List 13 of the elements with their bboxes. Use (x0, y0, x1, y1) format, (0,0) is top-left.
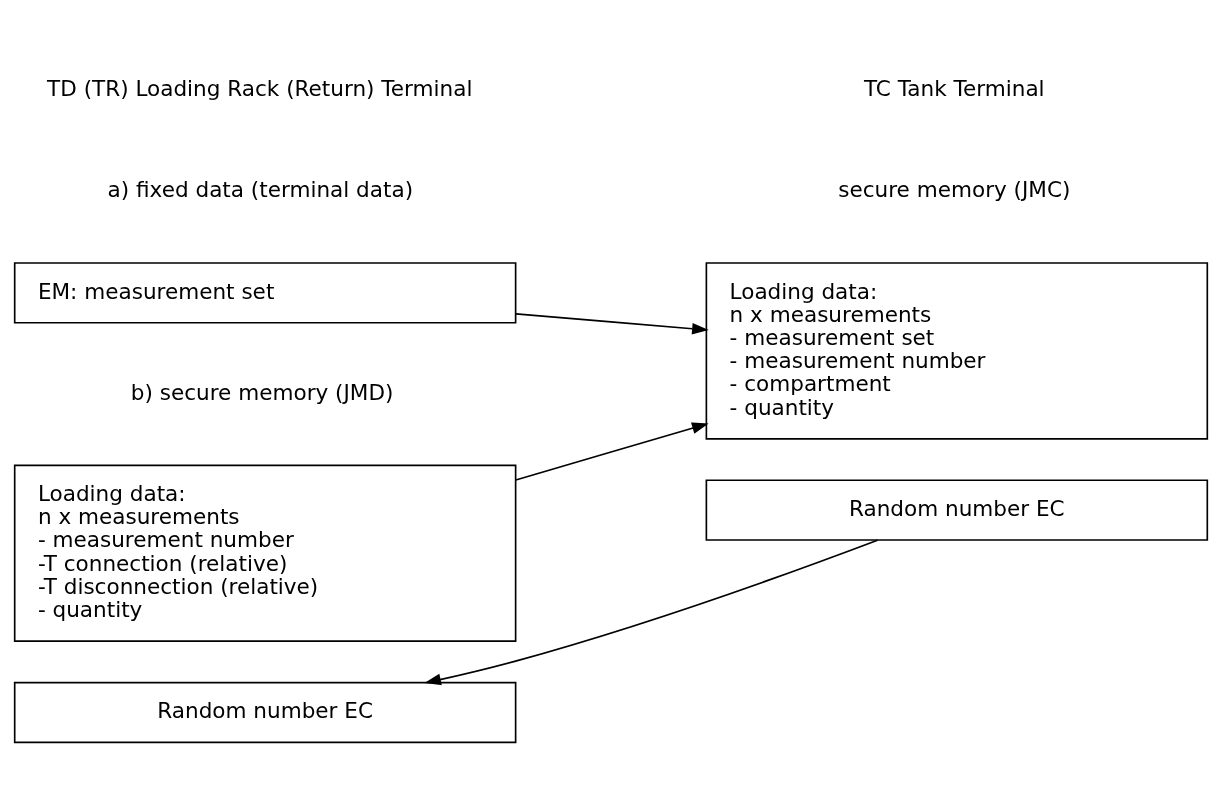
node-box: Random number EC (705, 479, 1209, 541)
label: secure memory (JMC) (838, 177, 1071, 203)
label: TC Tank Terminal (863, 76, 1045, 102)
label: a) fixed data (terminal data) (107, 177, 414, 203)
node-box: Loading data: n x measurements - measurement number -T connection (relative) -T disconnection (relative) - quantity (13, 464, 517, 642)
node-box: EM: measurement set (13, 262, 517, 324)
arrow (424, 539, 879, 686)
label: TD (TR) Loading Rack (Return) Terminal (47, 76, 473, 102)
label: b) secure memory (JMD) (130, 379, 394, 405)
arrow (515, 422, 709, 481)
node-box: Random number EC (13, 681, 517, 744)
arrow (515, 313, 709, 335)
node-box: Loading data: n x measurements - measurement set - measurement number - compartment - quantity (705, 262, 1209, 440)
